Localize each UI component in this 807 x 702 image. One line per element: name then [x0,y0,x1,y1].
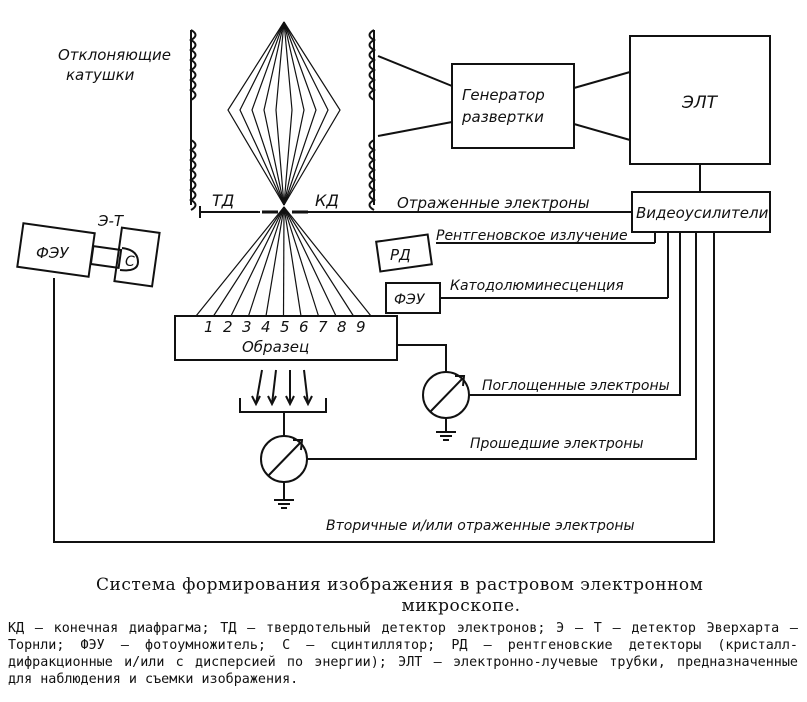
cathodo-label: Катодолюминесценция [450,278,624,294]
deflection-coil-right [368,29,377,211]
et-label: Э-Т [97,212,125,230]
pmt-small-label: ФЭУ [394,292,426,308]
coil-gen-wire-2 [377,121,453,137]
figure-legend: КД — конечная диафрагма; ТД — твердотель… [8,621,798,687]
absorbed-meter-arrowhead [455,375,466,387]
beam-ray-lower [282,206,285,317]
beam-ray-lower [265,206,285,317]
beam-ray-lower [230,206,285,317]
pmt-left-label: ФЭУ [36,244,69,262]
absorbed-signal-wire [469,232,681,396]
specimen-position-4: 4 [261,318,271,336]
crt-label: ЭЛТ [681,93,719,113]
specimen-position-6: 6 [299,318,309,336]
transmitted-arrow [303,369,309,405]
beam-ray-lower [212,206,285,317]
secondary-label: Вторичные и/или отраженные электроны [326,518,635,534]
specimen-absorbed-wire [397,344,447,372]
transmitted-arrowhead [303,395,313,407]
et-light-pipe [89,245,123,269]
beam-ray-lower [283,206,320,317]
gen-crt-wire-1 [573,71,631,89]
beam-ray-upper [283,21,293,206]
beam-ray-upper [227,21,285,206]
et-scintillator-cap [119,247,140,272]
beam-ray-lower [195,206,285,317]
coil-gen-wire-1 [377,55,453,87]
scintillator-label: С [125,254,135,270]
specimen-position-9: 9 [356,318,366,336]
specimen-position-1: 1 [204,318,214,336]
transmitted-arrowhead [251,395,261,407]
transmitted-arrowhead [285,395,295,407]
transmitted-meter-arrow [267,441,302,477]
coils-label-1: Отклоняющие [58,46,171,64]
specimen-position-3: 3 [242,318,252,336]
svg-text:катушки: катушки [66,66,135,84]
td-label: ТД [212,191,234,210]
rd-box [375,233,433,273]
caption-title-line1: Система формирования изображения в растр… [96,575,704,595]
sem-diagram: Отклоняющие катушки ТД КД Генератор разв… [16,21,771,543]
specimen-position-5: 5 [280,318,290,336]
secondary-signal-wire [53,232,715,543]
generator-label-2: развертки [461,108,544,126]
specimen-position-2: 2 [223,318,233,336]
gen-crt-wire-2 [573,123,631,141]
figure-caption-title: Система формирования изображения в растр… [96,575,786,617]
deflection-coil-left [188,29,197,211]
rd-label: РД [390,246,411,264]
specimen-label: Образец [242,338,309,356]
beam-ray-upper [275,21,285,206]
coils-label-2: катушки [66,66,135,84]
transmitted-arrowhead [267,395,277,407]
beam-ray-upper [263,21,285,206]
video-amplifier-label: Видеоусилители [636,204,769,222]
beam-ray-lower [283,206,355,317]
transmitted-label: Прошедшие электроны [470,436,644,452]
kd-label: КД [315,191,339,210]
svg-text:Отклоняющие: Отклоняющие [58,46,171,64]
beam-ray-lower [283,206,372,317]
transmitted-arrow [255,369,263,405]
reflected-label: Отраженные электроны [397,194,590,212]
beam-ray-upper [283,21,341,206]
transmitted-meter-arrowhead [293,439,304,451]
transmitted-collector [239,398,327,413]
transmitted-signal-wire [307,232,697,460]
specimen-box [174,315,398,361]
et-scintillator-box [113,226,161,288]
beam-ray-upper [283,21,305,206]
electron-beam [195,21,372,317]
absorbed-meter-arrow [429,377,464,413]
specimen-position-8: 8 [337,318,347,336]
xray-label: Рентгеновское излучение [436,228,628,244]
beam-ray-lower [247,206,285,317]
beam-ray-lower [283,206,302,317]
generator-label-1: Генератор [462,86,545,104]
transmitted-arrows [251,369,313,407]
beam-ray-upper [283,21,329,206]
beam-ray-upper [239,21,285,206]
caption-title-line2: микроскопе. [401,596,521,616]
beam-ray-lower [283,206,337,317]
transmitted-arrow [271,369,277,405]
absorbed-label: Поглощенные электроны [482,378,670,394]
generator-box [451,63,575,149]
beam-ray-upper [251,21,285,206]
beam-ray-upper [283,21,317,206]
specimen-position-7: 7 [318,318,328,336]
